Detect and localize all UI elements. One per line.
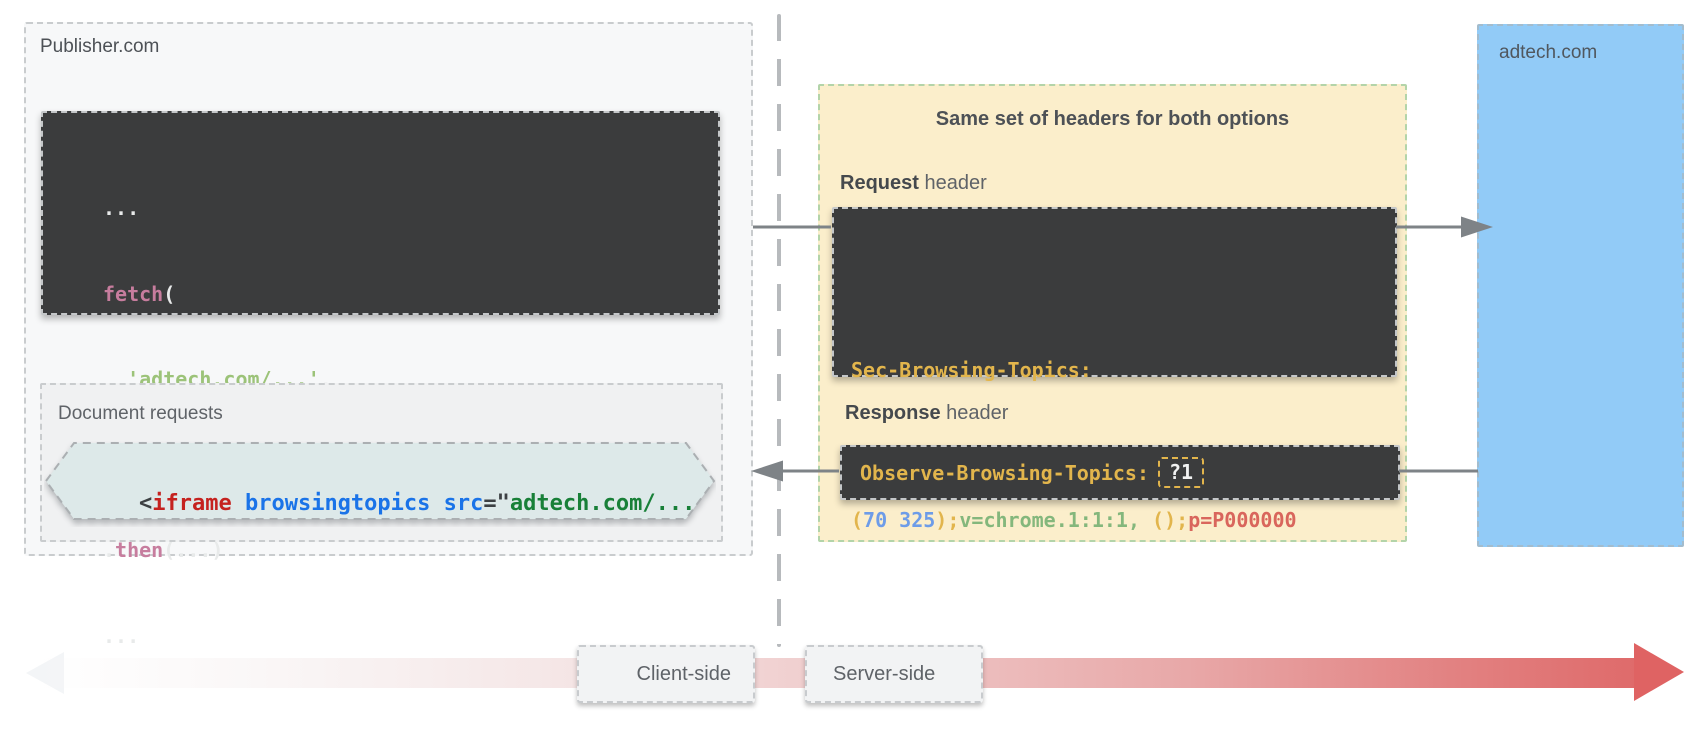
fetch-code-block: ... fetch( 'adtech.com/...', {browsingTo… xyxy=(41,111,720,648)
code-line: .then(...) xyxy=(103,538,224,562)
timeline-arrowhead-icon xyxy=(1634,643,1684,701)
client-side-chip: Client-side xyxy=(577,645,755,703)
iframe-code-snippet: <iframe browsingtopics src="adtech.com/.… xyxy=(138,491,696,516)
response-header-name: Observe-Browsing-Topics: xyxy=(860,460,1149,485)
headers-panel: Same set of headers for both options Req… xyxy=(818,84,1407,542)
document-requests-label: Document requests xyxy=(58,403,223,424)
response-header-code-block: Observe-Browsing-Topics: ?1 xyxy=(840,445,1400,500)
code-line: ... xyxy=(103,196,140,220)
adtech-panel: adtech.com xyxy=(1477,24,1684,547)
iframe-hexagon-shape xyxy=(44,442,716,520)
publisher-label: Publisher.com xyxy=(40,36,160,57)
code-line: Sec-Browsing-Topics: xyxy=(851,358,1092,382)
server-side-chip: Server-side xyxy=(805,645,983,703)
request-header-code-block: Sec-Browsing-Topics: (70 325);v=chrome.1… xyxy=(832,207,1397,532)
server-side-label: Server-side xyxy=(833,662,936,685)
response-header-label: Response header xyxy=(845,402,1009,424)
client-server-divider xyxy=(777,14,781,647)
code-line: fetch( xyxy=(103,281,176,306)
observe-value-badge: ?1 xyxy=(1157,457,1205,488)
request-header-label: Request header xyxy=(840,172,987,194)
code-line: (70 325);v=chrome.1:1:1, ();p=P000000 xyxy=(851,508,1297,532)
client-side-label: Client-side xyxy=(636,662,731,685)
headers-panel-title: Same set of headers for both options xyxy=(935,108,1290,130)
code-line: ... xyxy=(103,623,140,648)
adtech-label: adtech.com xyxy=(1499,42,1598,63)
